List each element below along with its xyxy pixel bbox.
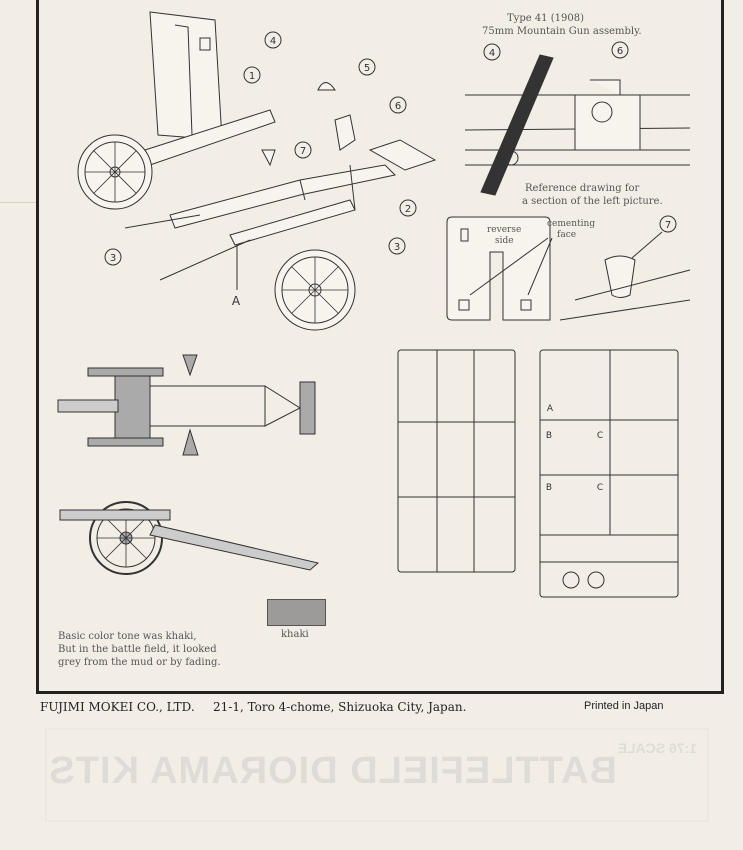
gun-side-view	[59, 501, 320, 575]
part-7	[261, 149, 276, 167]
bleed-through-box: 1:76 SCALE BATTLEFIELD DIORAMA KITS	[45, 728, 709, 822]
paint-note-line-2: But in the battle field, it looked	[58, 644, 217, 655]
part-5	[317, 82, 336, 91]
parts-sprue-2	[539, 349, 679, 598]
shield-cementing-detail	[446, 216, 553, 321]
part-7-detail	[559, 231, 691, 321]
callout-6: 6	[617, 46, 623, 57]
bleed-through-title: BATTLEFIELD DIORAMA KITS	[48, 750, 617, 792]
callout-2: 2	[405, 204, 411, 215]
paint-note-line-1: Basic color tone was khaki,	[58, 631, 197, 642]
reference-title-2: 75mm Mountain Gun assembly.	[482, 26, 642, 37]
callout-3: 3	[110, 253, 116, 264]
callout-6: 6	[395, 101, 401, 112]
callout-7: 7	[300, 146, 306, 157]
instruction-frame	[36, 0, 724, 694]
reference-caption-1: Reference drawing for	[525, 183, 640, 194]
shield-part	[149, 11, 223, 141]
callout-5: 5	[364, 63, 370, 74]
sprue-letter-b: B	[546, 483, 552, 493]
part-6	[334, 114, 356, 151]
callout-4: 4	[489, 48, 495, 59]
reference-caption-2: a section of the left picture.	[522, 196, 663, 207]
cementing-face-label-2: face	[557, 230, 577, 240]
khaki-label: khaki	[281, 629, 309, 640]
trail-frame	[169, 164, 397, 246]
reverse-side-label-2: side	[495, 236, 514, 246]
company-address: 21-1, Toro 4-chome, Shizuoka City, Japan…	[213, 700, 467, 714]
figure-sprue-1	[397, 349, 516, 573]
callout-7: 7	[665, 220, 671, 231]
spade	[368, 139, 437, 171]
khaki-color-swatch	[267, 599, 326, 626]
fold-line	[0, 202, 36, 203]
reference-section-drawing	[464, 54, 691, 196]
printed-in-japan: Printed in Japan	[584, 700, 664, 712]
callout-circles	[104, 31, 677, 266]
company-name: FUJIMI MOKEI CO., LTD.	[40, 700, 195, 714]
sprue-letter-c: C	[597, 431, 603, 441]
callout-3: 3	[394, 242, 400, 253]
paint-note-line-3: grey from the mud or by fading.	[58, 657, 221, 668]
reference-title-1: Type 41 (1908)	[507, 13, 584, 24]
sprue-letter-a: A	[547, 404, 554, 414]
gun-top-view	[57, 354, 316, 456]
marker-a: A	[232, 294, 241, 308]
exploded-assembly	[77, 11, 437, 331]
sprue-letter-b: B	[546, 431, 552, 441]
cementing-face-label-1: cementing	[547, 219, 596, 229]
callout-1: 1	[249, 71, 255, 82]
bleed-through-scale: 1:76 SCALE	[617, 740, 697, 756]
callout-4: 4	[270, 36, 276, 47]
sprue-letter-c: C	[597, 483, 603, 493]
reverse-side-label-1: reverse	[487, 225, 522, 235]
